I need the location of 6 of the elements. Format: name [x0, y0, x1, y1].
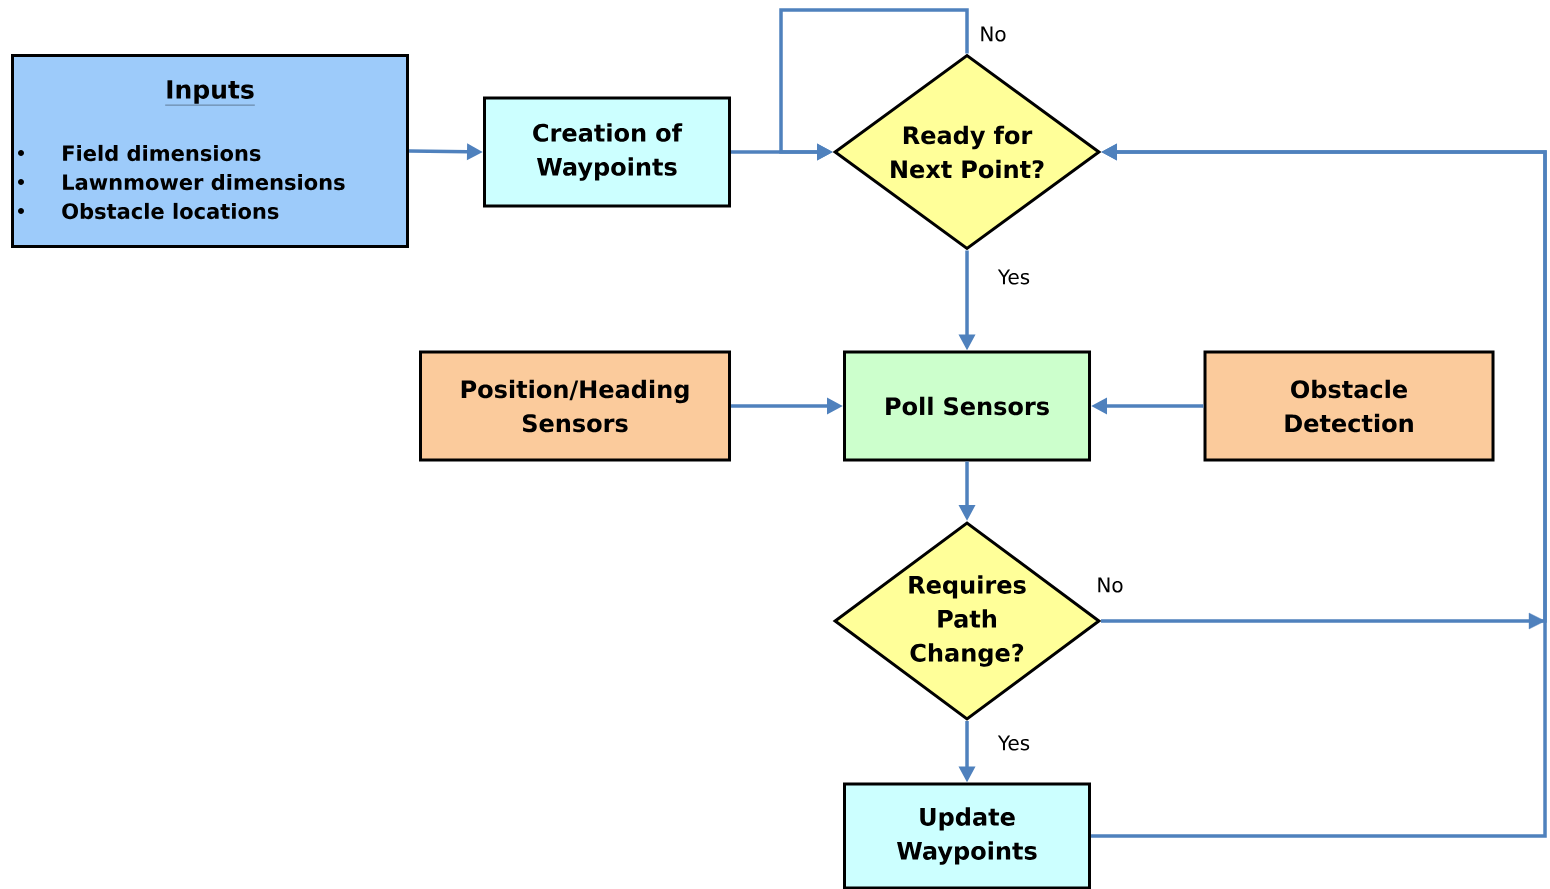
process-box: Creation of Waypoints — [483, 96, 731, 208]
process-box: Poll Sensors — [843, 350, 1091, 462]
process-box: Position/Heading Sensors — [419, 350, 731, 462]
process-box: Update Waypoints — [843, 782, 1091, 889]
input-box: Inputs Field dimensions Lawnmower dimensions Obstacle locations — [11, 54, 409, 248]
process-box: Obstacle Detection — [1203, 350, 1495, 462]
